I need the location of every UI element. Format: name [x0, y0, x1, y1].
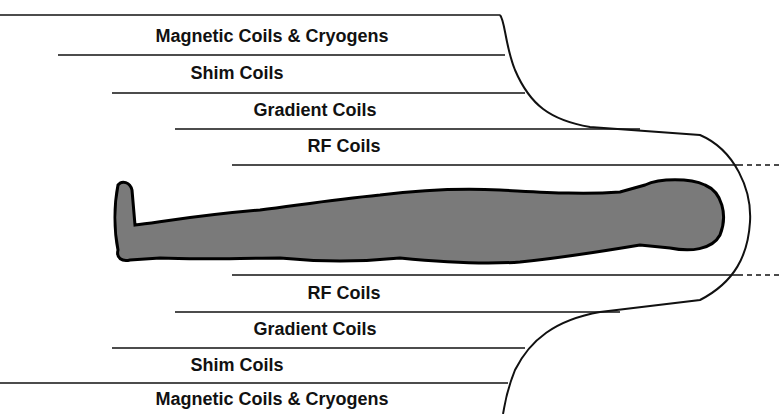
- layer-label: Magnetic Coils & Cryogens: [155, 390, 388, 410]
- bore-axis-dashed: [738, 164, 779, 166]
- layer-label: Shim Coils: [190, 64, 283, 84]
- bore-axis-dashed: [738, 274, 779, 276]
- layer-line: [112, 92, 525, 94]
- layer-label: RF Coils: [307, 284, 380, 304]
- layer-line: [232, 274, 738, 276]
- layer-line: [112, 347, 525, 349]
- patient-silhouette: [115, 180, 724, 263]
- layer-label: Magnetic Coils & Cryogens: [155, 27, 388, 47]
- layer-line: [0, 382, 508, 384]
- layer-line: [175, 128, 640, 130]
- layer-label: Gradient Coils: [253, 101, 376, 121]
- layer-label: Gradient Coils: [253, 320, 376, 340]
- layer-line: [232, 164, 738, 166]
- layer-line: [58, 54, 505, 56]
- layer-label: Shim Coils: [190, 356, 283, 376]
- layer-label: RF Coils: [307, 137, 380, 157]
- layer-line: [0, 14, 500, 16]
- layer-line: [175, 311, 620, 313]
